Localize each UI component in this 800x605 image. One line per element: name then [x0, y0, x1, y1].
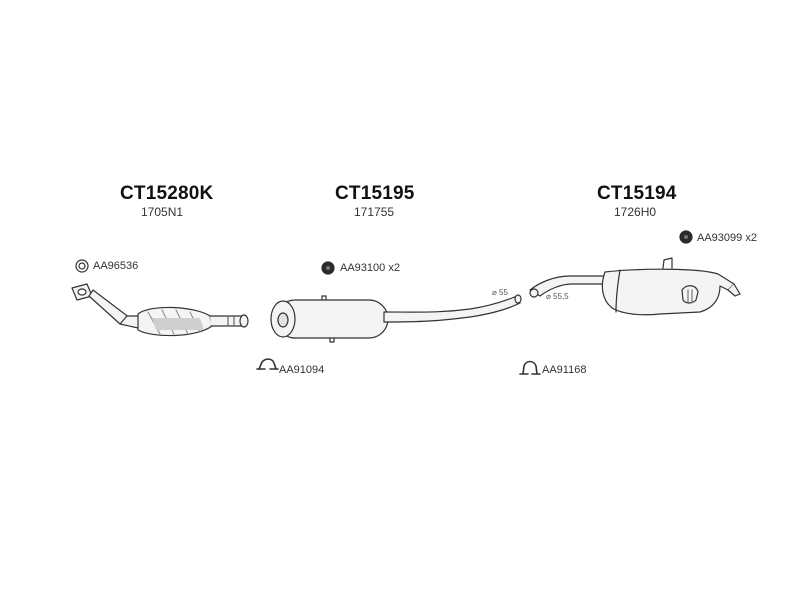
diameter-label-rear: ⌀ 55,5	[546, 292, 569, 301]
assembly-ref-2: 171755	[354, 205, 395, 219]
assembly-code-2: CT15195	[335, 183, 415, 204]
clamp-icon-rear	[519, 360, 541, 375]
assembly-code-3: CT15194	[597, 183, 677, 204]
part-label-ring: AA96536	[93, 260, 139, 272]
rubber-mount-icon-mid	[321, 261, 335, 275]
part-label-clamp-front: AA91094	[279, 364, 325, 376]
clamp-icon-front	[256, 358, 279, 370]
diameter-label-mid: ⌀ 55	[492, 288, 508, 297]
assembly-ref-1: 1705N1	[141, 205, 184, 219]
catalytic-converter	[71, 283, 249, 337]
rubber-mount-icon-rear	[679, 230, 693, 244]
rear-silencer	[529, 257, 741, 316]
assembly-ref-3: 1726H0	[614, 205, 657, 219]
part-label-clamp-rear: AA91168	[542, 364, 587, 376]
middle-silencer	[270, 294, 522, 343]
sealing-ring-icon	[75, 259, 89, 273]
part-label-mount-rear: AA93099 x2	[697, 232, 757, 244]
part-label-mount-mid: AA93100 x2	[340, 262, 400, 274]
assembly-code-1: CT15280K	[120, 183, 214, 204]
